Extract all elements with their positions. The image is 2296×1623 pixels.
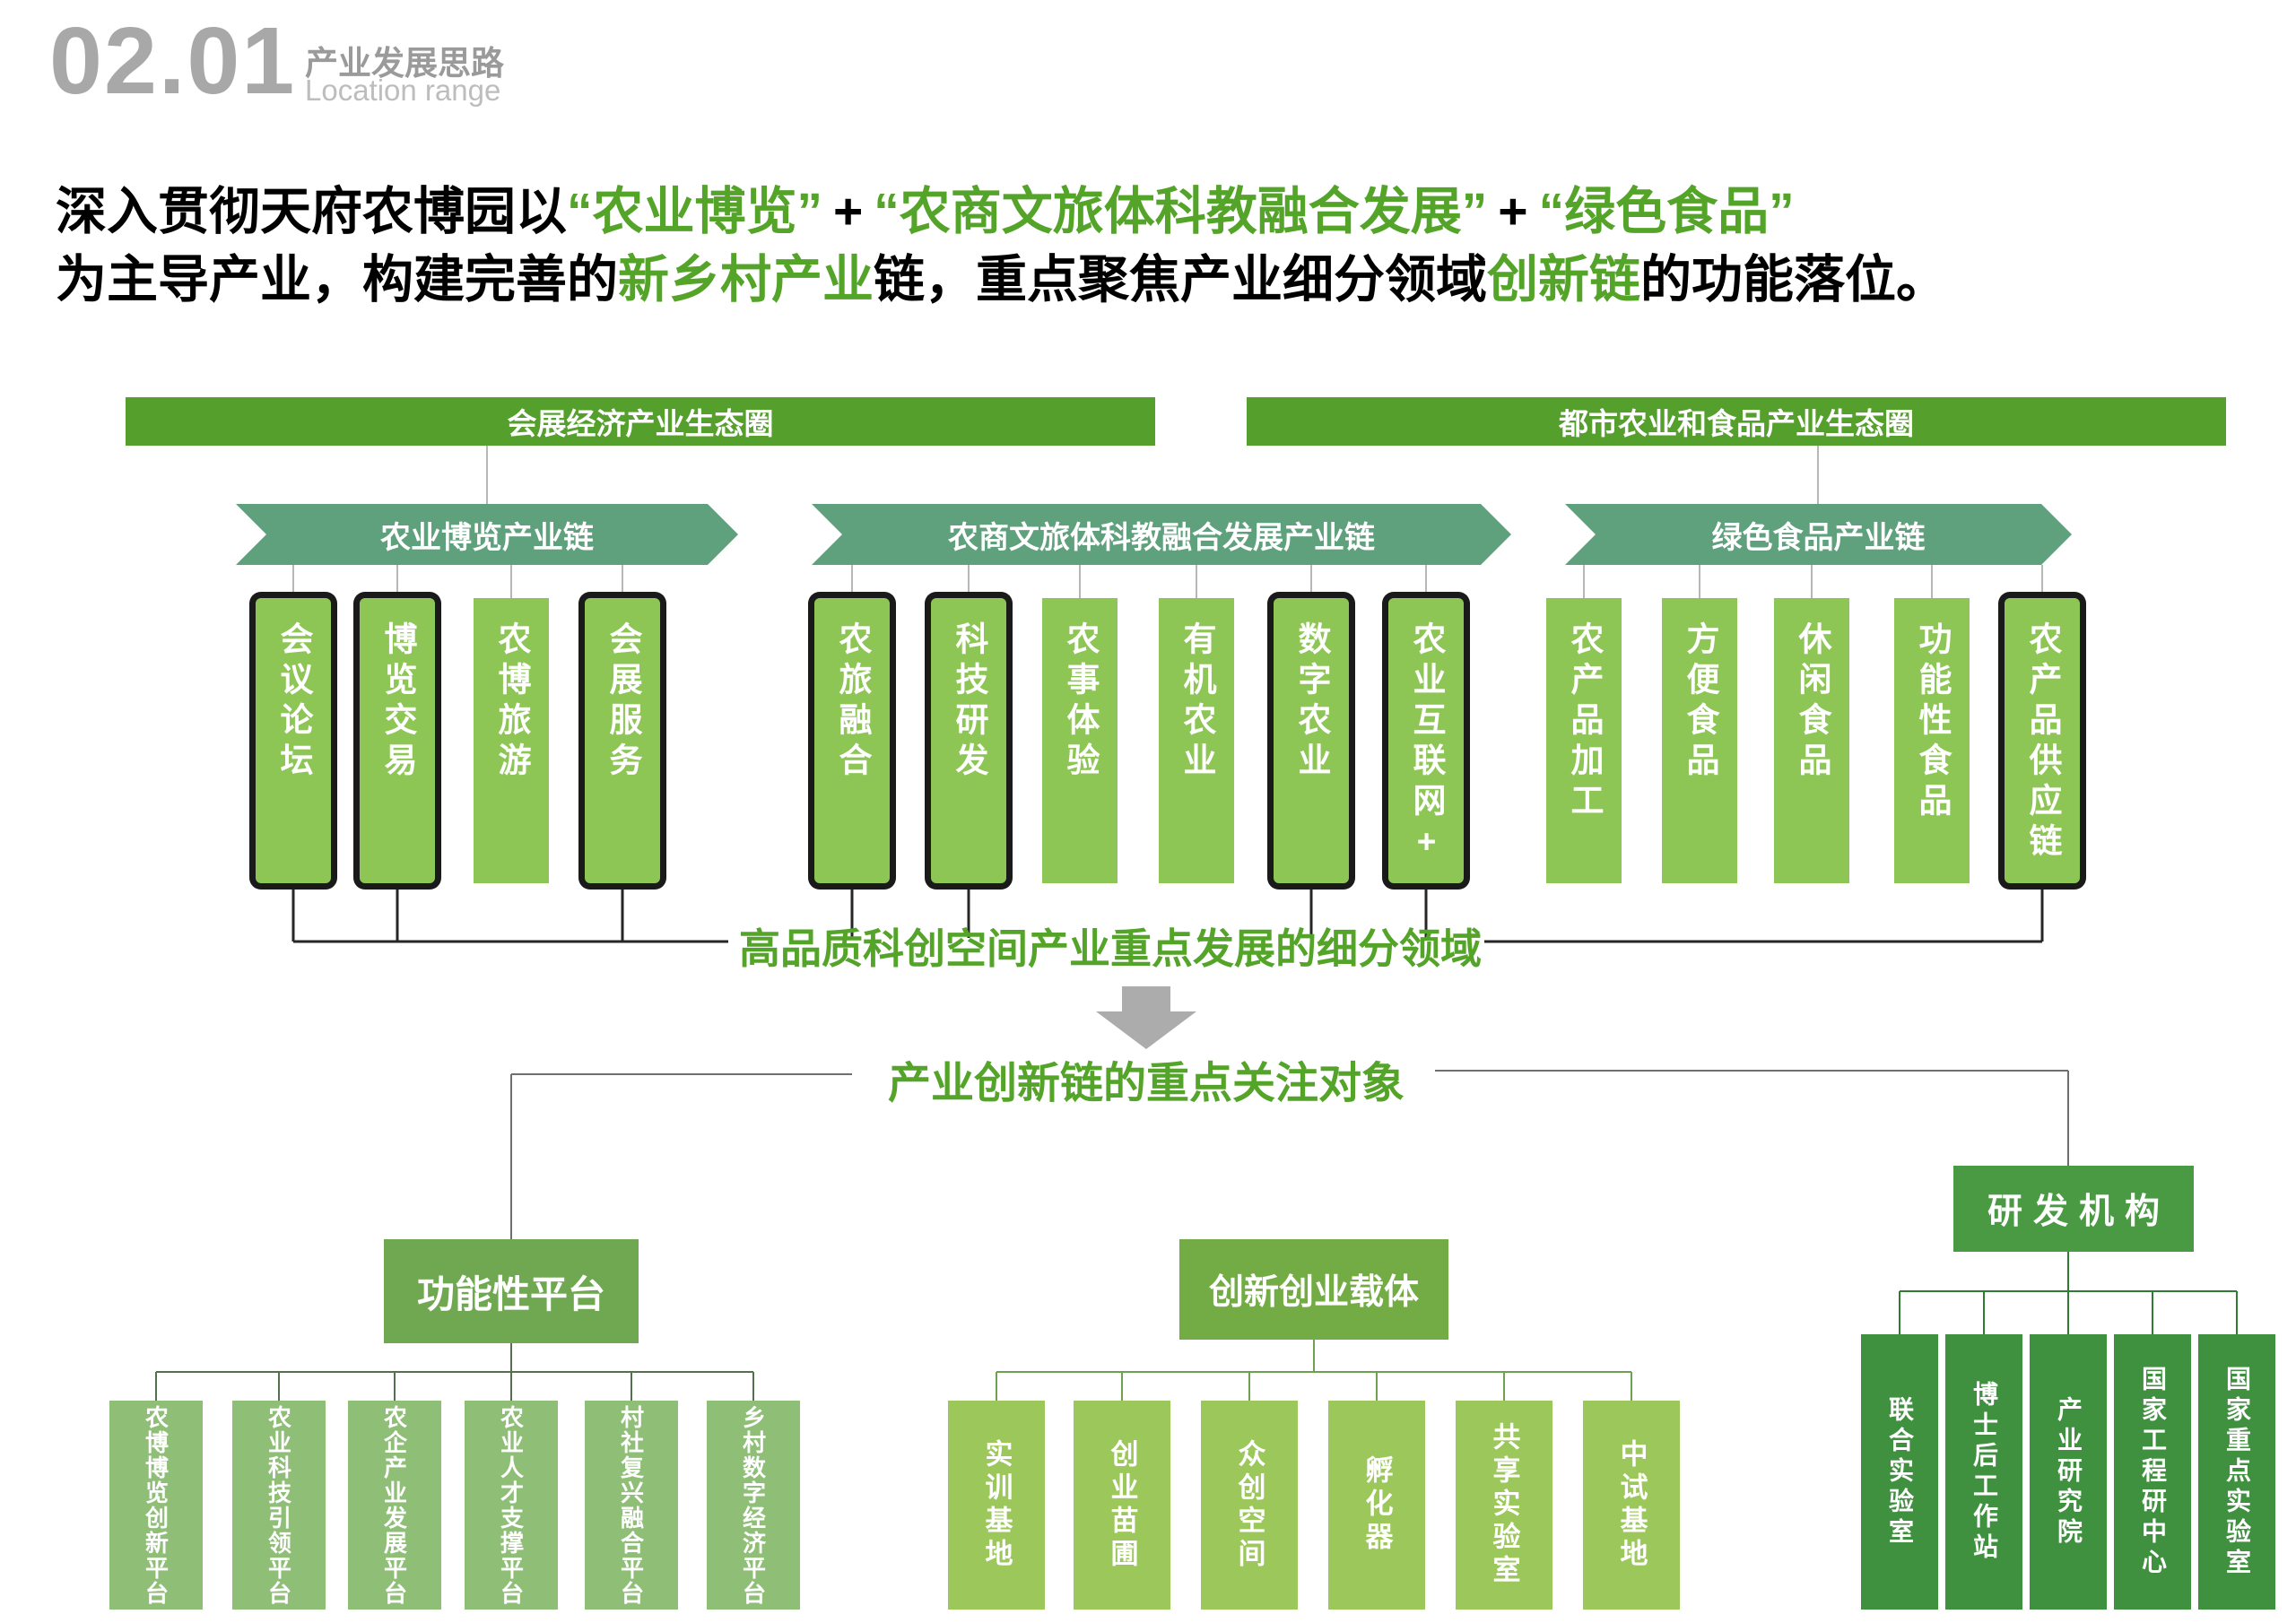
chain-item: 数字农业 [1274,598,1349,883]
carrier-item: 众创空间 [1201,1401,1298,1610]
chain-arrow-integration: 农商文旅体科教融合发展产业链 [812,504,1511,565]
platform-bracket [155,1343,754,1401]
carrier-item: 中试基地 [1583,1401,1680,1610]
ecosystem-banner-exhibition: 会展经济产业生态圈 [126,397,1155,446]
chain-item: 农产品加工 [1546,598,1622,883]
chain-item: 有机农业 [1159,598,1234,883]
category-innovation-carrier: 创新创业载体 [1179,1239,1448,1340]
rd-item: 国家重点实验室 [2198,1334,2275,1610]
intro-line-2: 为主导产业，构建完善的新乡村产业链，重点聚焦产业细分领域创新链的功能落位。 [56,251,1947,308]
platform-item: 农业科技引领平台 [232,1401,326,1610]
focus-links [510,1070,2069,1239]
focus-caption: 产业创新链的重点关注对象 [887,1060,1405,1107]
page-title: 产业发展思路 [305,45,504,82]
intro-line-1: 深入贯彻天府农博园以“农业博览”+“农商文旅体科教融合发展”+“绿色食品” [56,183,1795,240]
chain-item: 方便食品 [1662,598,1737,883]
platform-item: 农业人才支撑平台 [465,1401,558,1610]
chain-item: 科技研发 [931,598,1006,883]
category-rd-institution: 研发机构 [1953,1166,2194,1252]
carrier-item: 实训基地 [948,1401,1045,1610]
category-functional-platform: 功能性平台 [384,1239,639,1343]
chain-item: 农业互联网+ [1388,598,1464,883]
chain-arrow-green-food: 绿色食品产业链 [1565,504,2072,565]
mid-caption: 高品质科创空间产业重点发展的细分领域 [739,925,1482,972]
ecosystem-banner-urban-agri: 都市农业和食品产业生态圈 [1247,397,2226,446]
platform-item: 村社复兴融合平台 [585,1401,678,1610]
rd-item: 产业研究院 [2030,1334,2107,1610]
rd-item: 国家工程研中心 [2114,1334,2191,1610]
arrow-box-links [292,565,2043,598]
intro-paragraph: 深入贯彻天府农博园以“农业博览”+“农商文旅体科教融合发展”+“绿色食品” 为主… [56,178,2271,314]
down-arrow-icon [1096,986,1196,1049]
chain-item: 农旅融合 [814,598,890,883]
rd-item: 博士后工作站 [1945,1334,2022,1610]
chain-item: 会议论坛 [256,598,331,883]
box-caption-links [291,879,2044,943]
banner-arrow-links [486,446,1819,504]
platform-item: 农博博览创新平台 [109,1401,203,1610]
platform-item: 乡村数字经济平台 [707,1401,800,1610]
chain-item: 农产品供应链 [2005,598,2080,883]
page-subtitle: Location range [305,74,501,107]
chain-item: 博览交易 [360,598,435,883]
chain-item: 农事体验 [1042,598,1118,883]
carrier-bracket [996,1340,1632,1401]
carrier-item: 创业苗圃 [1074,1401,1170,1610]
carrier-item: 共享实验室 [1456,1401,1552,1610]
section-number: 02.01 [49,8,297,114]
rd-bracket [1899,1252,2238,1334]
chain-item: 会展服务 [585,598,660,883]
chain-item: 休闲食品 [1774,598,1849,883]
platform-item: 农企产业发展平台 [348,1401,441,1610]
carrier-item: 孵化器 [1328,1401,1425,1610]
chain-item: 农博旅游 [474,598,549,883]
chain-item: 功能性食品 [1894,598,1970,883]
chain-arrow-agri-expo: 农业博览产业链 [236,504,738,565]
rd-item: 联合实验室 [1861,1334,1938,1610]
